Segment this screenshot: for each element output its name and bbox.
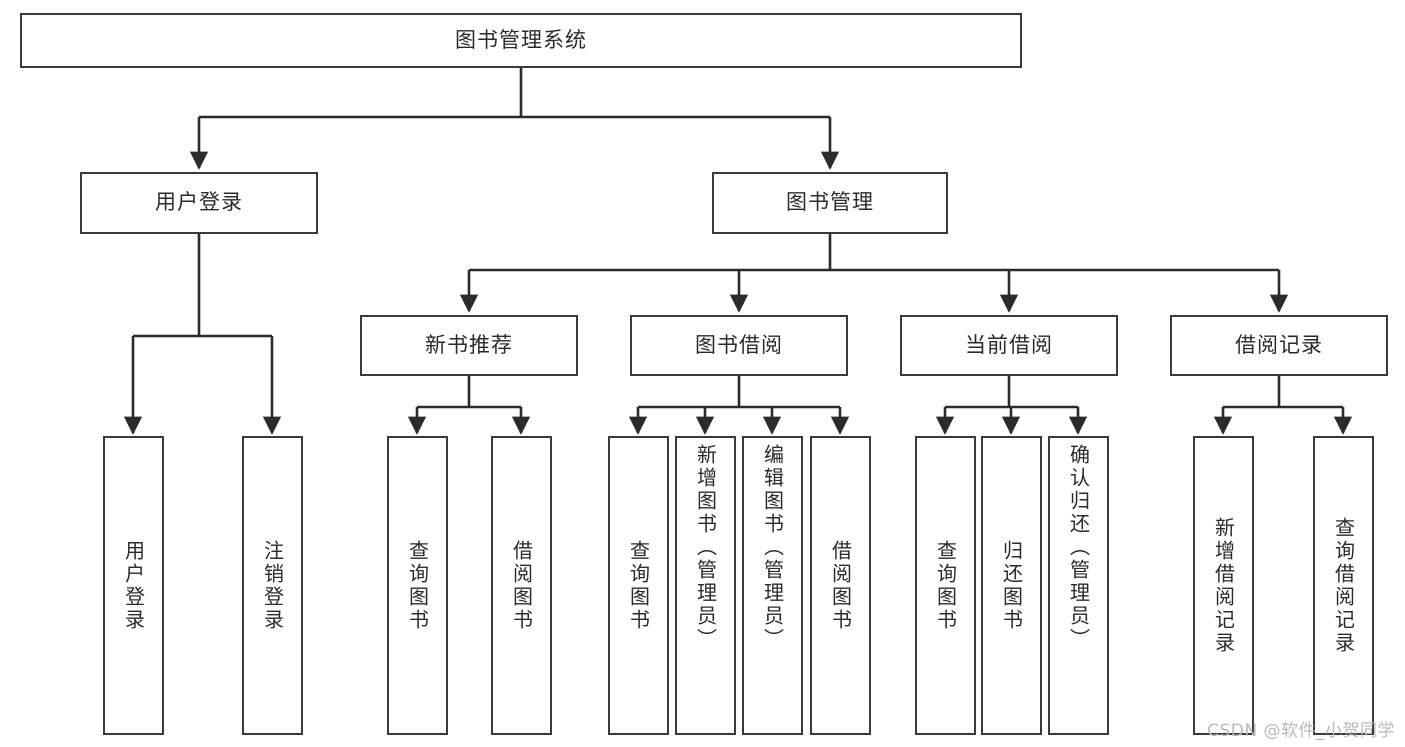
node-user-login[interactable]: 用户登录 [80, 172, 318, 234]
node-label: 用户登录 [121, 539, 146, 632]
leaf-record-add-record[interactable]: 新增借阅记录 [1193, 436, 1254, 735]
leaf-current-confirm-return-admin[interactable]: 确认归还（管理员） [1048, 436, 1109, 735]
node-root-system[interactable]: 图书管理系统 [20, 13, 1022, 68]
node-label: 查询借阅记录 [1331, 516, 1356, 655]
leaf-recommend-query-book[interactable]: 查询图书 [387, 436, 448, 735]
node-label: 图书借阅 [695, 332, 783, 357]
node-label: 当前借阅 [965, 332, 1053, 357]
node-label: 确认归还（管理员） [1066, 444, 1091, 651]
node-label: 查询图书 [405, 539, 430, 632]
node-new-book-recommend[interactable]: 新书推荐 [360, 315, 578, 376]
node-label: 编辑图书（管理员） [760, 444, 785, 651]
node-label: 用户登录 [155, 190, 243, 215]
node-label: 图书管理 [786, 190, 874, 215]
leaf-borrow-borrow-book[interactable]: 借阅图书 [810, 436, 871, 735]
node-label: 查询图书 [933, 539, 958, 632]
node-label: 注销登录 [260, 539, 285, 632]
watermark-text: CSDN @软件_小贺同学 [1207, 721, 1395, 741]
leaf-current-return-book[interactable]: 归还图书 [981, 436, 1042, 735]
leaf-user-login-logout[interactable]: 注销登录 [242, 436, 303, 735]
node-label: 新增借阅记录 [1211, 516, 1236, 655]
node-label: 借阅记录 [1235, 332, 1323, 357]
leaf-record-query-record[interactable]: 查询借阅记录 [1313, 436, 1374, 735]
node-label: 新书推荐 [425, 332, 513, 357]
node-current-borrow[interactable]: 当前借阅 [900, 315, 1118, 376]
node-label: 借阅图书 [828, 539, 853, 632]
node-label: 新增图书（管理员） [693, 444, 718, 651]
node-book-borrow[interactable]: 图书借阅 [630, 315, 848, 376]
leaf-current-query-book[interactable]: 查询图书 [915, 436, 976, 735]
node-label: 借阅图书 [509, 539, 534, 632]
node-label: 查询图书 [626, 539, 651, 632]
leaf-borrow-add-book-admin[interactable]: 新增图书（管理员） [675, 436, 736, 735]
node-borrow-record[interactable]: 借阅记录 [1170, 315, 1388, 376]
node-label: 图书管理系统 [455, 27, 587, 52]
leaf-recommend-borrow-book[interactable]: 借阅图书 [491, 436, 552, 735]
leaf-borrow-query-book[interactable]: 查询图书 [608, 436, 669, 735]
leaf-borrow-edit-book-admin[interactable]: 编辑图书（管理员） [742, 436, 803, 735]
leaf-user-login-login[interactable]: 用户登录 [103, 436, 164, 735]
node-book-management[interactable]: 图书管理 [712, 172, 948, 234]
node-label: 归还图书 [999, 539, 1024, 632]
